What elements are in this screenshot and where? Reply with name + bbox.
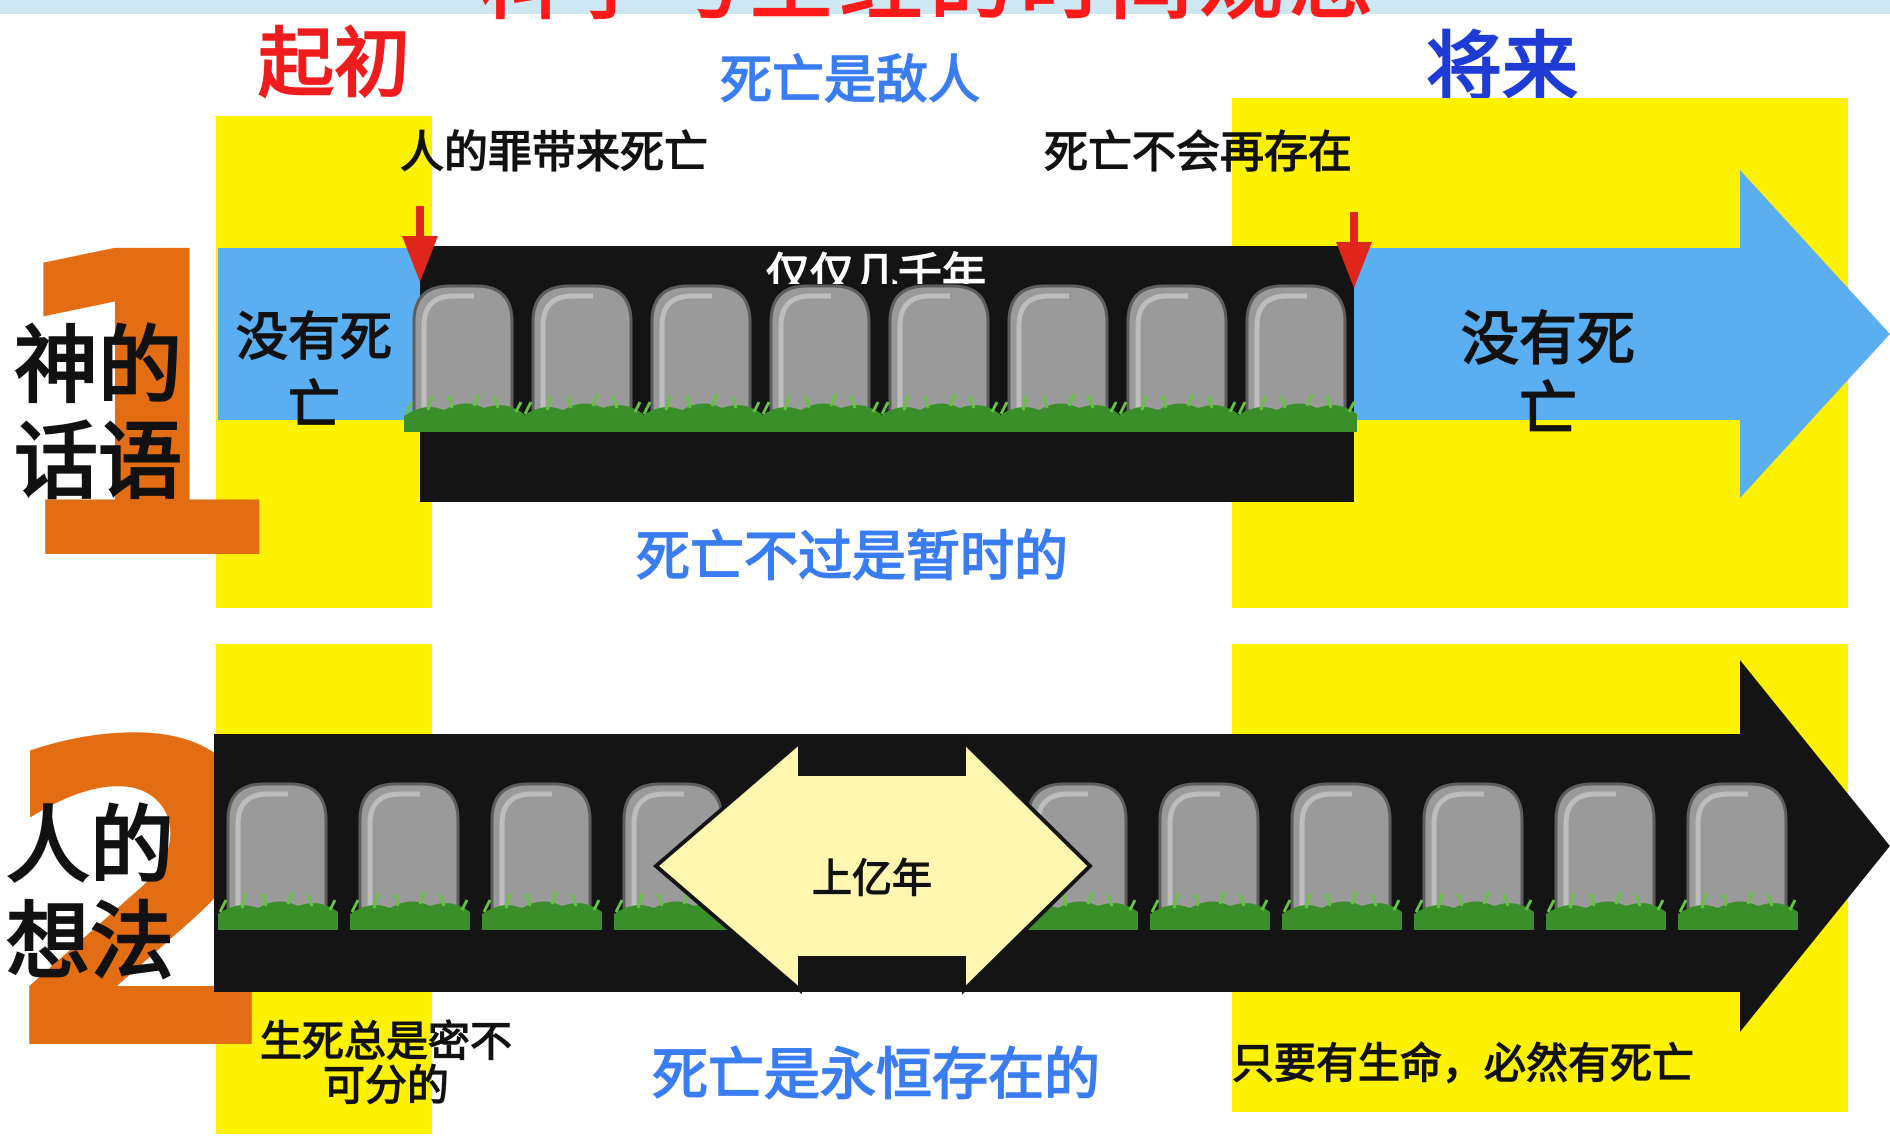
tombstone: [1282, 784, 1402, 930]
red-marker-arrow-right: [1336, 212, 1372, 288]
gods-word-line1: 神的: [14, 317, 183, 415]
sin-brings-death-label: 人的罪带来死亡: [400, 127, 708, 178]
human-thought-line2: 想法: [6, 893, 175, 991]
tombstone: [1414, 784, 1534, 930]
no-death-right-label: 没有死 亡: [1448, 304, 1648, 444]
gods-word-label: 神的 话语: [14, 318, 194, 510]
no-death-left-label: 没有死 亡: [226, 304, 402, 440]
no-death-left-line1: 没有死: [235, 308, 392, 368]
no-death-right-line1: 没有死: [1460, 305, 1635, 373]
life-death-line2: 可分的: [322, 1061, 449, 1110]
future-label: 将来: [1426, 23, 1578, 112]
tombstone: [761, 286, 881, 432]
life-death-line1: 生死总是密不: [259, 1017, 512, 1066]
tombstone: [880, 286, 1000, 432]
tombstone: [1678, 784, 1798, 930]
tombstone: [523, 286, 643, 432]
hundreds-millions-years-label: 上亿年: [812, 856, 932, 902]
tombstone: [642, 286, 762, 432]
death-temporary-label: 死亡不过是暂时的: [636, 525, 1068, 588]
gods-word-line2: 话语: [14, 413, 183, 511]
beginning-label: 起初: [258, 19, 410, 108]
death-eternal-label: 死亡是永恒存在的: [652, 1043, 1100, 1108]
tombstone: [218, 784, 338, 930]
death-no-more-label: 死亡不会再存在: [1044, 127, 1352, 178]
tombstone: [1546, 784, 1666, 930]
hundreds-millions-diamond-arrow: [652, 737, 1093, 995]
tombstone: [404, 286, 524, 432]
tombstone: [999, 286, 1119, 432]
where-life-death-label: 只要有生命，必然有死亡: [1232, 1039, 1695, 1088]
tombstone: [1118, 286, 1238, 432]
few-thousand-years-label: 仅仅几千年: [766, 249, 986, 284]
no-death-right-line2: 亡: [1518, 375, 1577, 443]
tombstone: [350, 784, 470, 930]
human-thought-line1: 人的: [6, 797, 175, 895]
tombstone: [482, 784, 602, 930]
slide-title-partial: 科学与圣经的时间观念: [330, 0, 1530, 24]
no-death-left-line2: 亡: [287, 376, 340, 436]
red-marker-arrow-left: [402, 206, 438, 282]
human-thought-label: 人的 想法: [6, 798, 186, 990]
tombstone: [1237, 286, 1357, 432]
life-death-inseparable-label: 生死总是密不 可分的: [236, 1020, 536, 1108]
tombstone: [1150, 784, 1270, 930]
top-bar: [0, 0, 1890, 14]
death-enemy-label: 死亡是敌人: [720, 51, 981, 111]
